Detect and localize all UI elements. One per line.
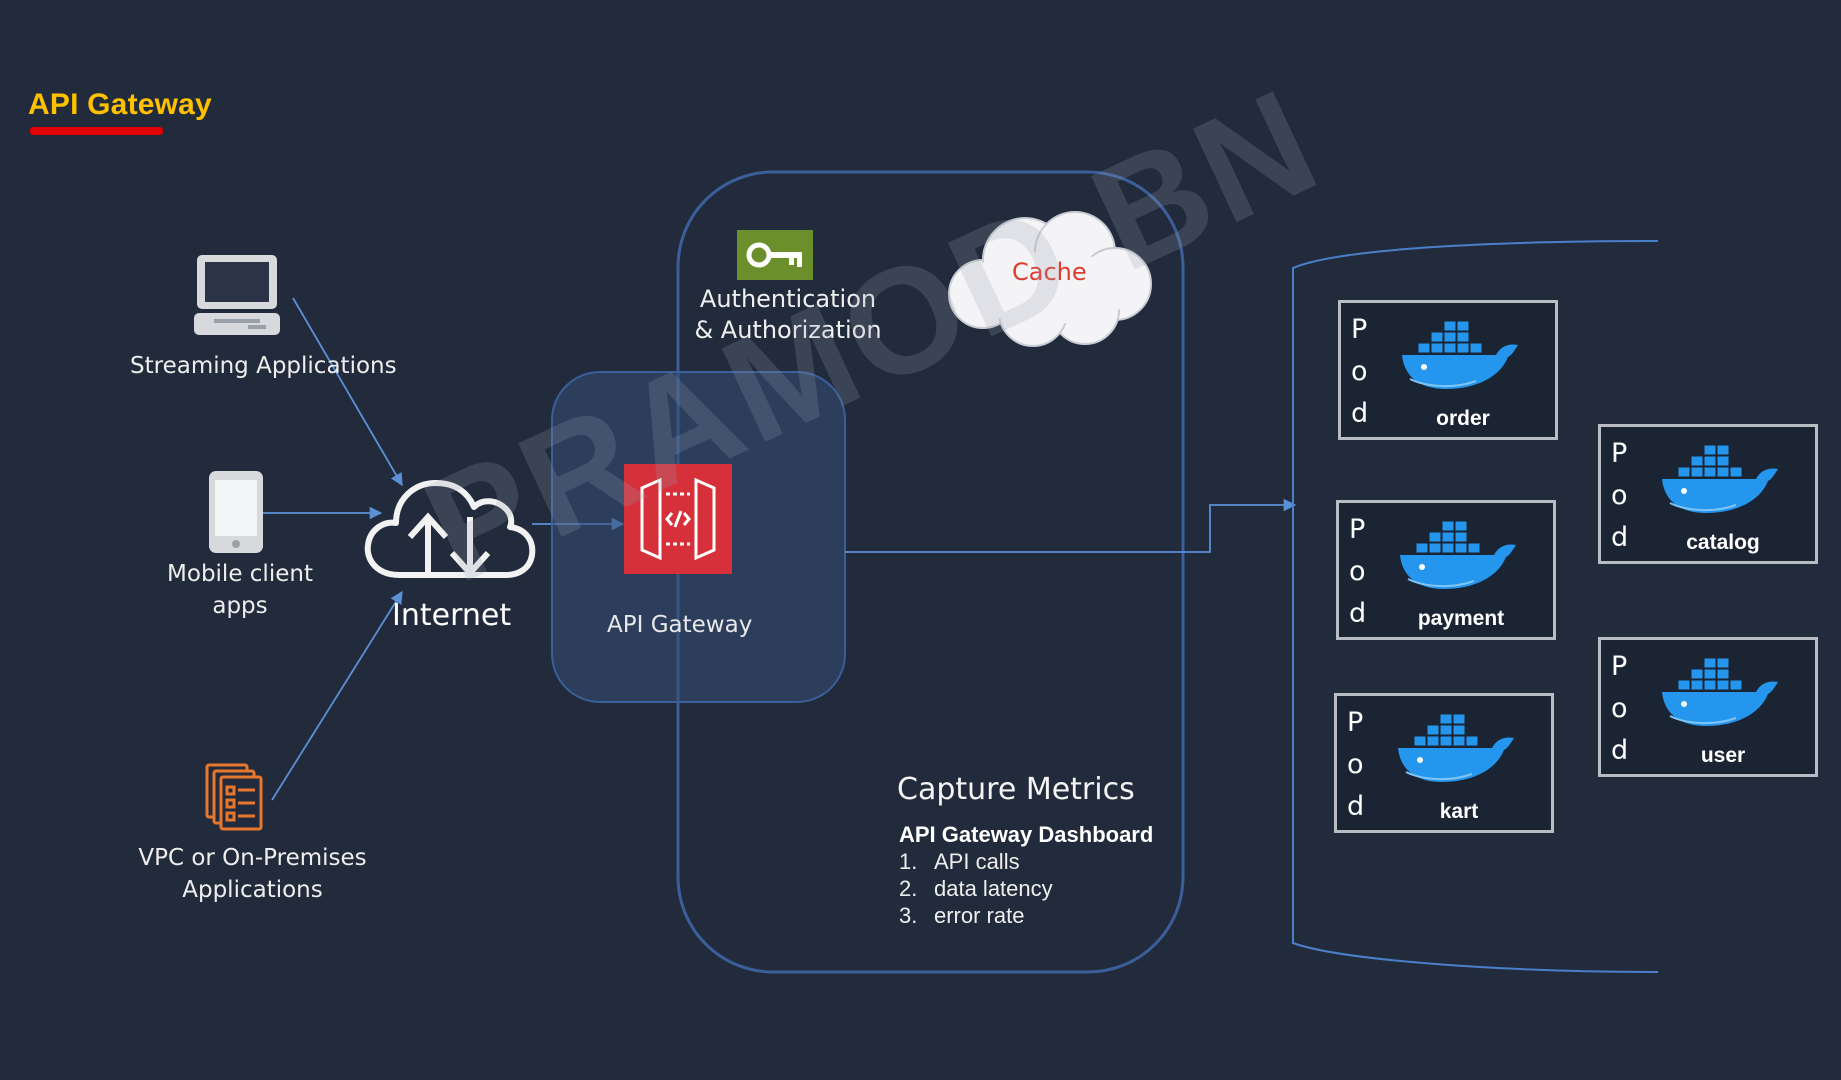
on-premise-documents-icon: [205, 763, 263, 831]
metrics-title: Capture Metrics: [897, 772, 1135, 807]
auth-label: Authentication & Authorization: [688, 284, 888, 346]
docker-whale-icon: [1662, 444, 1778, 513]
pod-name-order: order: [1436, 407, 1490, 430]
internet-label: Internet: [392, 598, 512, 633]
title-underline: [30, 127, 163, 135]
cluster-boundary: [1292, 240, 1659, 973]
gateway-to-pods-arrow: [845, 498, 1297, 553]
pod-letters: P o d: [1349, 514, 1367, 629]
cache-label: Cache: [1012, 258, 1087, 286]
pod-payment[interactable]: P o d payment: [1336, 500, 1556, 640]
laptop-icon: [194, 255, 280, 335]
pod-letters: P o d: [1611, 438, 1629, 553]
pod-user[interactable]: P o d user: [1598, 637, 1818, 777]
pod-order[interactable]: P o d order: [1338, 300, 1558, 440]
metrics-subtitle: API Gateway Dashboard: [899, 822, 1154, 847]
page-title: API Gateway: [28, 88, 212, 121]
auth-label-line1: Authentication: [699, 285, 877, 313]
metrics-item: 2.data latency: [899, 876, 1053, 901]
api-gateway-label: API Gateway: [607, 612, 753, 638]
vpc-apps-label-line2: Applications: [182, 877, 323, 903]
pod-name-payment: payment: [1417, 607, 1505, 630]
key-icon: [737, 230, 813, 280]
vpc-arrow: [271, 590, 403, 801]
docker-whale-icon: [1402, 320, 1518, 389]
pod-letters: P o d: [1611, 651, 1629, 766]
cache-cloud-icon: [948, 211, 1152, 347]
pod-name-user: user: [1700, 744, 1746, 767]
metrics-list: 1.API calls 2.data latency 3.error rate: [899, 848, 1053, 929]
pod-kart[interactable]: P o d kart: [1334, 693, 1554, 833]
docker-whale-icon: [1400, 520, 1516, 589]
streaming-apps-label: Streaming Applications: [130, 353, 397, 379]
api-gateway-icon[interactable]: [624, 464, 732, 574]
vpc-apps-label-line1: VPC or On-Premises: [138, 845, 367, 871]
docker-whale-icon: [1662, 657, 1778, 726]
metrics-item: 1.API calls: [899, 849, 1020, 874]
internet-cloud-icon: [364, 480, 536, 578]
mobile-client-label-line1: Mobile client: [167, 561, 313, 587]
pod-catalog[interactable]: P o d catalog: [1598, 424, 1818, 564]
pod-letters: P o d: [1351, 314, 1369, 429]
mobile-phone-icon: [209, 471, 263, 553]
auth-label-line2: & Authorization: [694, 316, 882, 344]
pod-name-catalog: catalog: [1686, 531, 1760, 554]
docker-whale-icon: [1398, 713, 1514, 782]
vpc-apps-label: VPC or On-Premises Applications: [135, 842, 370, 906]
mobile-client-label-line2: apps: [212, 593, 268, 619]
pod-name-kart: kart: [1439, 800, 1479, 823]
pod-letters: P o d: [1347, 707, 1365, 822]
mobile-client-label: Mobile client apps: [165, 558, 315, 622]
streaming-arrow: [292, 297, 403, 487]
metrics-item: 3.error rate: [899, 903, 1025, 928]
